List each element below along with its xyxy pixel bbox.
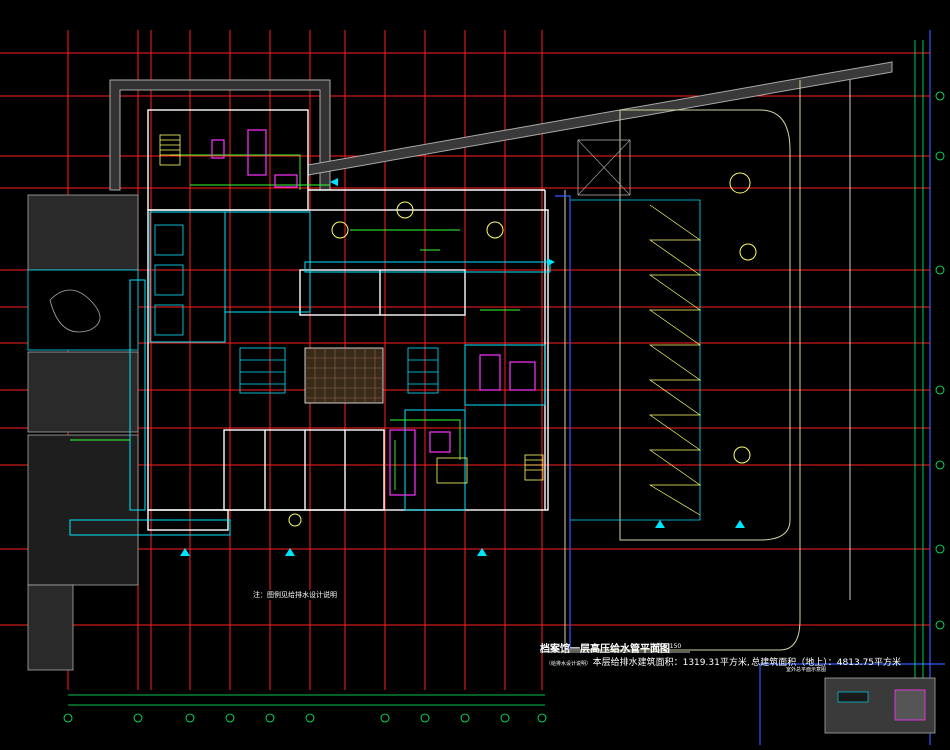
site-parking-area	[555, 80, 851, 651]
trees	[288, 172, 757, 527]
water-pipes	[70, 154, 520, 490]
area-note: （给排水设计说明） 本层给排水建筑面积：1319.31平方米, 总建筑面积（地上…	[546, 655, 901, 668]
drawing-title: 档案馆一层高压给水管平面图	[540, 644, 670, 655]
key-plan	[824, 677, 936, 734]
atrium-pattern	[304, 347, 384, 404]
left-hatched-zone	[27, 194, 139, 671]
stair-core-hatch	[109, 79, 331, 191]
plumbing-fixtures	[211, 129, 536, 496]
seating-blocks	[154, 224, 439, 394]
key-plan-label: 室外总平面示意图	[786, 667, 827, 673]
dimension-lines	[68, 40, 924, 706]
legend-tag: 注：图例见给排水设计说明	[253, 590, 337, 600]
drawing-scale: 比例 1:150	[650, 643, 682, 650]
note-prefix: （给排水设计说明）	[546, 661, 592, 667]
drawing-border	[759, 30, 945, 745]
room-outlines	[69, 211, 551, 536]
elevation-markers	[180, 178, 745, 556]
note-area: 本层给排水建筑面积：1319.31平方米,	[592, 658, 750, 668]
note-total: 总建筑面积（地上）：4813.75平方米	[751, 658, 902, 668]
axis-bubbles	[63, 91, 945, 723]
stairs	[159, 134, 544, 484]
